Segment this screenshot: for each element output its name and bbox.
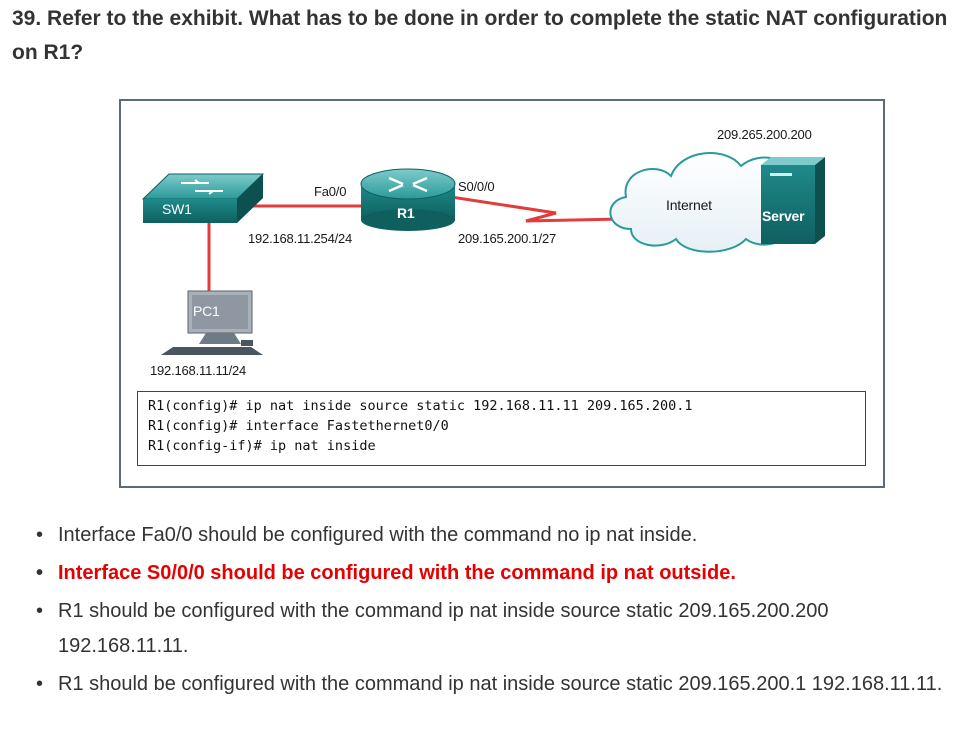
config-line: R1(config)# interface Fastethernet0/0 <box>148 418 449 434</box>
config-line: R1(config-if)# ip nat inside <box>148 438 376 454</box>
network-exhibit: SW1 R1 PC1 Internet Server 209.265.200.2… <box>119 99 885 488</box>
topology-diagram <box>141 152 825 355</box>
question-title: 39. Refer to the exhibit. What has to be… <box>12 7 948 64</box>
answer-option: R1 should be configured with the command… <box>30 667 950 702</box>
internet-label: Internet <box>666 197 712 213</box>
serial-ip-label: 209.165.200.1/27 <box>458 231 557 246</box>
switch-label: SW1 <box>162 201 192 217</box>
pc-ip-label: 192.168.11.11/24 <box>150 363 247 378</box>
answer-option: Interface Fa0/0 should be configured wit… <box>30 518 950 553</box>
fa-interface-label: Fa0/0 <box>314 184 347 199</box>
link-serial-zigzag <box>450 195 622 223</box>
serial-interface-label: S0/0/0 <box>458 179 495 194</box>
server-label: Server <box>762 208 805 224</box>
answer-option-correct: Interface S0/0/0 should be configured wi… <box>30 556 950 591</box>
router-label: R1 <box>397 205 415 221</box>
answer-option: R1 should be configured with the command… <box>30 594 950 664</box>
pc-label: PC1 <box>193 303 220 319</box>
config-line: R1(config)# ip nat inside source static … <box>148 398 693 414</box>
fa-ip-label: 192.168.11.254/24 <box>248 231 353 246</box>
router-icon <box>360 168 456 231</box>
answer-list: Interface Fa0/0 should be configured wit… <box>30 518 950 705</box>
switch-icon <box>141 173 265 223</box>
network-links <box>207 195 622 293</box>
pc-icon <box>161 290 263 355</box>
server-ip-label: 209.265.200.200 <box>717 127 812 142</box>
server-icon <box>761 157 825 244</box>
config-box: R1(config)# ip nat inside source static … <box>137 391 866 466</box>
